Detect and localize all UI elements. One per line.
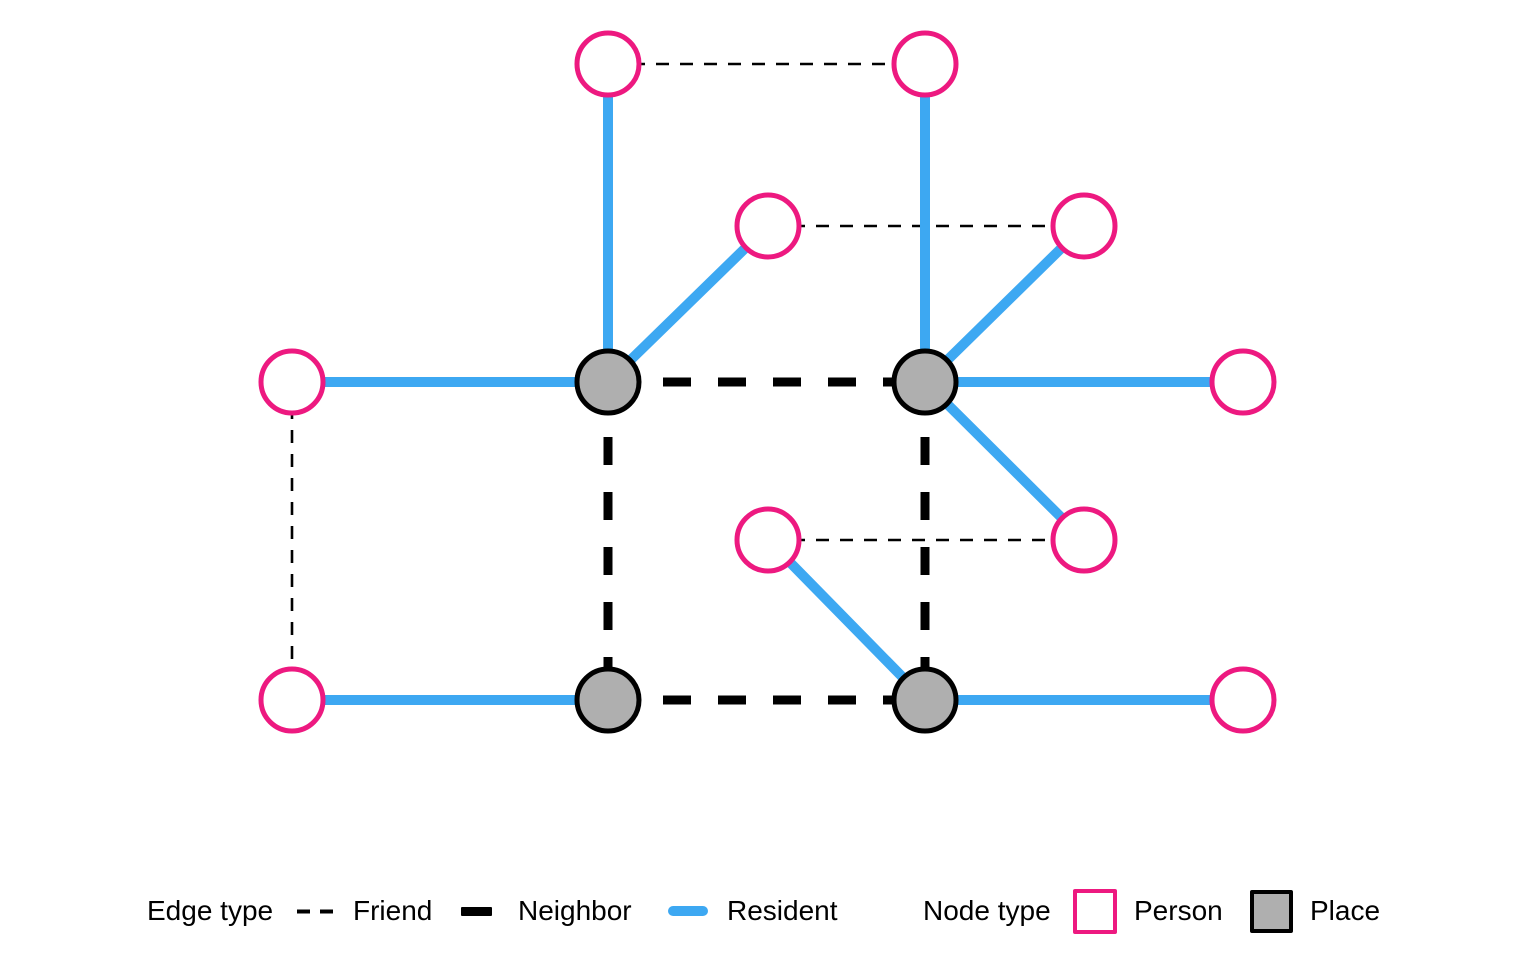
node-person xyxy=(574,30,642,98)
node-place xyxy=(891,666,959,734)
edge-legend-title: Edge type xyxy=(147,895,274,926)
node-person xyxy=(1050,506,1118,574)
node-person xyxy=(258,348,326,416)
node-person xyxy=(1209,666,1277,734)
edge-resident xyxy=(921,378,1088,544)
edge-resident xyxy=(921,222,1088,386)
friend-legend-label: Friend xyxy=(353,895,433,926)
node-legend-title: Node type xyxy=(923,895,1051,926)
node-place xyxy=(891,348,959,416)
node-person xyxy=(258,666,326,734)
person-legend-label: Person xyxy=(1134,895,1223,926)
edge-resident xyxy=(604,222,772,386)
neighbor-edge-swatch xyxy=(461,907,492,916)
place-node-swatch xyxy=(1250,890,1293,933)
node-person xyxy=(734,192,802,260)
node-person xyxy=(1209,348,1277,416)
node-person xyxy=(1050,192,1118,260)
neighbor-legend-label: Neighbor xyxy=(518,895,632,926)
friend-edge-swatch xyxy=(297,909,333,914)
node-place xyxy=(574,348,642,416)
node-person xyxy=(734,506,802,574)
node-person xyxy=(891,30,959,98)
place-legend-label: Place xyxy=(1310,895,1381,926)
node-place xyxy=(574,666,642,734)
person-node-swatch xyxy=(1073,889,1117,934)
edge-resident xyxy=(764,536,929,704)
resident-legend-label: Resident xyxy=(727,895,838,926)
resident-edge-swatch xyxy=(668,906,708,916)
